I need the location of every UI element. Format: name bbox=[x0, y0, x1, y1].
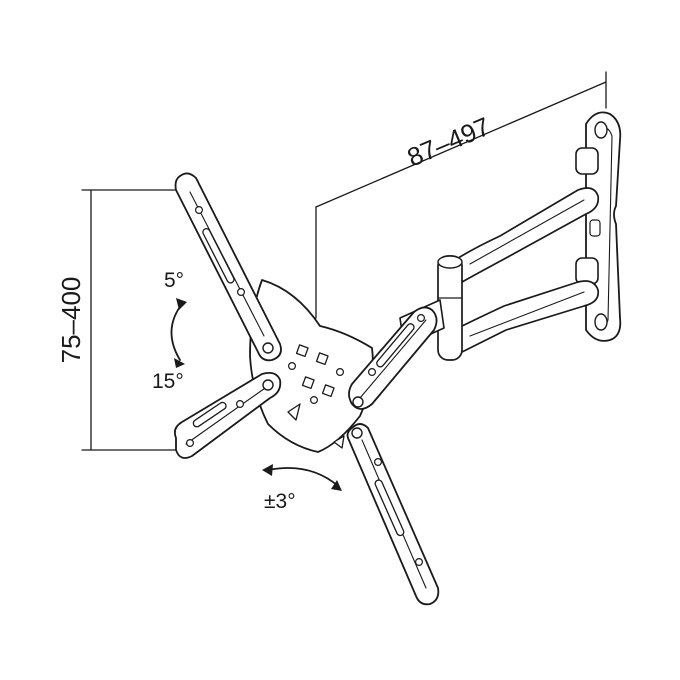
vesa-plate-round-hole-2 bbox=[310, 396, 319, 405]
bracket-bottom-left-bolt bbox=[262, 379, 274, 391]
bracket-top-right-slot bbox=[376, 323, 415, 368]
extension-range-label: 87–497 bbox=[403, 111, 495, 173]
bracket-bottom-left-hole-1 bbox=[186, 439, 195, 448]
vesa-plate-square-hole-4 bbox=[321, 384, 335, 398]
wall-hinge-upper bbox=[575, 147, 599, 175]
tilt-arc bbox=[170, 303, 183, 361]
rotation-arrowhead-right-icon bbox=[331, 480, 342, 491]
tilt-back-label: 15° bbox=[152, 370, 184, 393]
rotation-arc bbox=[267, 467, 339, 487]
middle-hinge-cap bbox=[437, 255, 463, 269]
vesa-plate-round-hole-3 bbox=[336, 368, 345, 377]
arm-assembly bbox=[399, 187, 600, 361]
bracket-bottom-left bbox=[173, 371, 282, 459]
bracket-bottom-right bbox=[346, 423, 440, 606]
lower-arm bbox=[453, 280, 600, 353]
bracket-bottom-right-slot bbox=[374, 479, 405, 537]
vesa-plate-round-hole-1 bbox=[288, 362, 297, 371]
wall-hinge-lower bbox=[575, 257, 599, 285]
vesa-plate-square-hole-1 bbox=[295, 344, 309, 358]
upper-arm bbox=[451, 187, 600, 283]
bracket-bottom-right-hole-2 bbox=[415, 557, 424, 566]
upper-arm-ridge bbox=[469, 199, 585, 265]
vesa-range-label: 75–400 bbox=[56, 277, 86, 364]
bracket-top-left-bolt bbox=[262, 342, 274, 354]
vesa-plate-square-hole-3 bbox=[301, 376, 315, 390]
rotation-indicator: ±3° bbox=[262, 464, 342, 513]
vesa-brackets bbox=[173, 172, 440, 606]
vesa-plate-triangle-hole-2 bbox=[333, 435, 345, 449]
tilt-indicator: 5° 15° bbox=[152, 269, 187, 393]
vesa-dimension: 75–400 bbox=[56, 189, 191, 451]
vesa-plate bbox=[249, 279, 374, 453]
wall-plate-bottom-hole bbox=[594, 313, 608, 331]
extension-dimension-line bbox=[315, 81, 607, 208]
bracket-bottom-right-bolt bbox=[351, 427, 363, 439]
bracket-top-left-slot bbox=[202, 228, 235, 284]
tilt-arrowhead-up-icon bbox=[176, 298, 187, 310]
wall-plate-slot bbox=[589, 219, 601, 237]
bracket-top-right-bolt bbox=[352, 396, 364, 408]
rotation-arrowhead-left-icon bbox=[262, 464, 273, 476]
bracket-top-right-hole-2 bbox=[417, 314, 426, 323]
bracket-top-left-hole-1 bbox=[195, 206, 204, 215]
vesa-plate-square-hole-2 bbox=[315, 352, 329, 366]
tilt-arrowhead-down-icon bbox=[174, 358, 185, 368]
bracket-bottom-left-slot bbox=[192, 401, 227, 428]
bracket-top-right bbox=[348, 306, 438, 410]
bracket-bottom-left-body bbox=[173, 371, 282, 459]
lower-arm-ridge bbox=[469, 291, 585, 337]
bracket-top-right-ridge bbox=[359, 319, 427, 399]
bracket-bottom-left-hole-2 bbox=[236, 400, 245, 409]
bracket-top-left bbox=[174, 172, 282, 362]
rotation-label: ±3° bbox=[264, 490, 296, 513]
vesa-plate-triangle-hole bbox=[287, 403, 301, 421]
bracket-top-left-hole-2 bbox=[237, 288, 246, 297]
bracket-bottom-right-hole-1 bbox=[374, 458, 383, 467]
bracket-top-right-hole-1 bbox=[368, 368, 377, 377]
tilt-forward-label: 5° bbox=[164, 269, 184, 292]
wall-plate-top-hole bbox=[594, 121, 608, 139]
bracket-bottom-left-ridge bbox=[185, 385, 269, 445]
